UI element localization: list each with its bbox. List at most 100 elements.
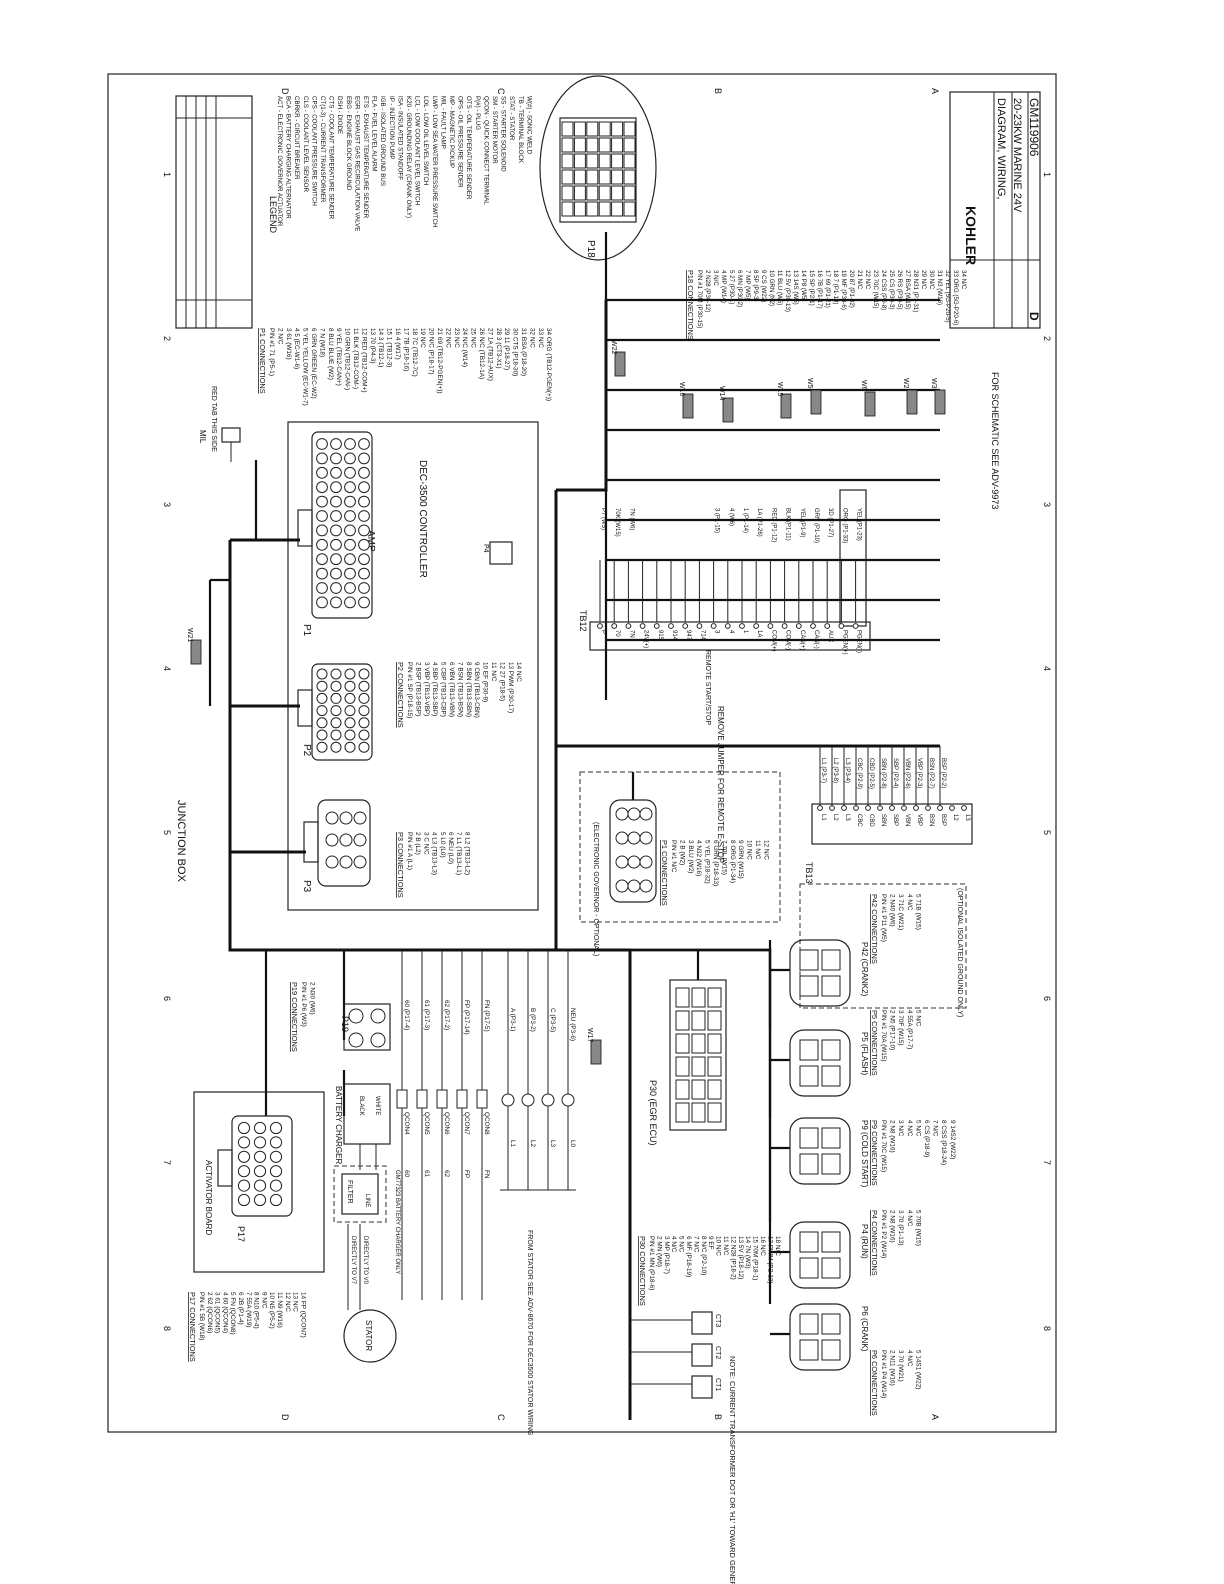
tb13-screw bbox=[829, 805, 835, 811]
mil-label: MIL bbox=[198, 430, 207, 444]
zone-8-right: 8 bbox=[1042, 1326, 1052, 1331]
p1-pin bbox=[358, 466, 370, 479]
zone-c-top: C bbox=[496, 88, 506, 95]
plug-pin bbox=[799, 1339, 819, 1361]
tb12-screw bbox=[824, 623, 831, 629]
tb13-screw bbox=[961, 805, 967, 811]
legend-heading: LEGEND bbox=[268, 196, 278, 234]
p18-pin bbox=[598, 185, 611, 201]
p18-pin bbox=[623, 185, 636, 201]
tb12-terminal-label: COM(+) bbox=[770, 630, 776, 652]
p3-connection-row: 8 L2 (TB13-L2) bbox=[463, 832, 470, 875]
p17-pin bbox=[237, 1121, 251, 1135]
p4run-plug-label: P4 (RUN) bbox=[860, 1224, 869, 1259]
plug-pin bbox=[821, 1231, 841, 1253]
p18-pin bbox=[598, 121, 611, 137]
p30-pin bbox=[675, 987, 690, 1008]
legend-item: LCL - LOW COOLANT LEVEL SWITCH bbox=[414, 96, 421, 205]
tb13-terminal-label: L2 bbox=[832, 814, 838, 821]
p18-pin bbox=[611, 121, 624, 137]
legend-item: FLA - FUEL LEVEL ALARM bbox=[371, 96, 378, 172]
tb13-wire-label: CBD (P2-5) bbox=[868, 758, 874, 789]
p1-pin bbox=[330, 438, 342, 450]
p30-connection-row: 11 N/C bbox=[722, 1236, 729, 1256]
p3-pin bbox=[339, 811, 353, 825]
zone-8: 8 bbox=[162, 1326, 172, 1331]
tb12-screw bbox=[597, 623, 603, 629]
p18-connection-row: 10 GRN (N2) bbox=[768, 270, 775, 306]
zone-d-bottom: D bbox=[280, 1414, 290, 1421]
p2-pin bbox=[344, 692, 356, 704]
tb13-terminal-label: L1 bbox=[820, 814, 826, 821]
p18-pin bbox=[623, 121, 636, 137]
sonic-weld bbox=[906, 389, 918, 415]
ring-terminal bbox=[561, 1093, 575, 1107]
p18-pin bbox=[573, 185, 586, 201]
p2-pin bbox=[330, 692, 342, 704]
p20-governor: (ELECTRONIC GOVERNOR - OPTIONAL) bbox=[579, 771, 781, 956]
weld-label: W15 bbox=[776, 382, 783, 397]
legend-item: IP - INJECTION PUMP bbox=[388, 96, 395, 160]
p2-connections-heading: P2 CONNECTIONS bbox=[396, 662, 405, 728]
tb13-wire-label: CBC (P2-9) bbox=[856, 758, 862, 789]
p30-connection-row: 6 MF (P18-19) bbox=[685, 1236, 692, 1277]
weld-label: W14 bbox=[718, 386, 725, 401]
p2-pin bbox=[358, 705, 370, 717]
p2-connection-row: 12 27 (P18-5) bbox=[498, 662, 505, 701]
p1-pin bbox=[344, 582, 356, 594]
p20-pin bbox=[639, 807, 653, 821]
p1-connection-row: 30 CTS (P18-30) bbox=[512, 328, 519, 376]
p18-pin bbox=[586, 137, 599, 153]
plug-pin bbox=[821, 1257, 841, 1279]
zone-b-bottom: B bbox=[713, 1414, 723, 1420]
p2-pin bbox=[330, 729, 342, 741]
p20-connection-row: 3 BLU (W2) bbox=[687, 840, 694, 873]
p1-pin bbox=[316, 510, 328, 522]
p17-connection-row: PIN #1 5B (W18) bbox=[198, 1292, 205, 1340]
p2-connection-row: 2 BSP (TB13-BSP) bbox=[414, 662, 421, 716]
p30-pin bbox=[691, 1102, 706, 1123]
p20-connection-row: 2 B (W2) bbox=[678, 840, 685, 865]
tb13-screw bbox=[817, 805, 823, 811]
p3-pin bbox=[353, 811, 367, 825]
p1-connection-row: 10 GRN (TB12-CAN-) bbox=[344, 328, 351, 390]
qcon-terminal bbox=[456, 1089, 468, 1109]
p18-harness bbox=[604, 232, 940, 700]
p1-pin bbox=[330, 538, 342, 551]
legend-item: ACT - ELECTRONIC GOVERNOR ACTUATOR bbox=[276, 96, 283, 227]
p3-connection-row: 7 L1 (TB13-L1) bbox=[455, 832, 462, 875]
tb13-wire-label: L3 (P3-4) bbox=[844, 758, 850, 783]
p1-connection-row: 21 69 (TB12-PGEN(+)) bbox=[436, 328, 443, 394]
tb13-wire-label: L1 (P3-7) bbox=[820, 758, 826, 783]
p2-pin bbox=[330, 705, 342, 717]
remote-start-label: REMOTE START/STOP bbox=[704, 650, 711, 725]
controller-label: DEC-3500 CONTROLLER bbox=[417, 460, 428, 578]
p18-connection-row: 15 SP (P2-1) bbox=[808, 270, 815, 306]
p19-connector: P19 bbox=[340, 1003, 391, 1051]
qcon-label: QCON6 bbox=[443, 1112, 450, 1135]
p17-pin bbox=[237, 1165, 251, 1178]
p1-label: P1 bbox=[301, 624, 312, 637]
tb12-wire-label: 1 (P1-14) bbox=[742, 508, 748, 533]
legend-item: QCON - QUICK CONNECT TERMINAL bbox=[482, 96, 489, 205]
plug-pin bbox=[821, 1339, 841, 1361]
p18-connection-row: 34 N/C bbox=[960, 270, 967, 290]
zone-4-right: 4 bbox=[1042, 666, 1052, 671]
legend-item: K20 - GROUNDING RELAY (CRANK ONLY) bbox=[405, 96, 412, 218]
p3-pin bbox=[325, 811, 339, 825]
p1-connection-row: 18 7C (TB12-7C) bbox=[411, 328, 418, 377]
tb12-strip bbox=[589, 621, 871, 651]
tb13-screw bbox=[913, 805, 919, 811]
p20-pin bbox=[615, 831, 629, 845]
p17-connection-row: 2 62 (QCON6) bbox=[206, 1292, 213, 1333]
legend-item: SS - STARTER SOLENOID bbox=[500, 96, 507, 172]
p1-connection-row: 33 N/C bbox=[537, 328, 544, 348]
p1-pin bbox=[316, 538, 328, 551]
p17-pin bbox=[269, 1179, 283, 1192]
plug-housing bbox=[789, 1303, 851, 1371]
tb12-screw bbox=[852, 623, 859, 629]
p2-pin bbox=[358, 729, 370, 741]
p2-pin bbox=[344, 680, 356, 692]
p18-connection-row: 4 MP (W14) bbox=[720, 270, 727, 303]
tb12-terminal-label: 24V(+) bbox=[643, 630, 649, 648]
